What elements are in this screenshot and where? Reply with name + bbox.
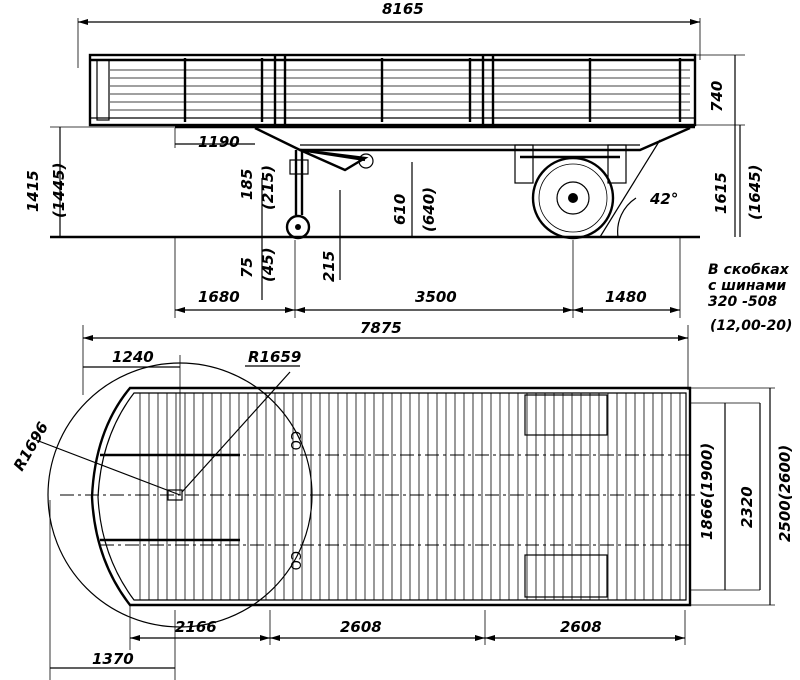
note-line-4: (12,00-20) <box>710 318 792 334</box>
dim-plan-length: 7875 <box>360 319 402 337</box>
dim-support-travel: 215 <box>320 251 338 282</box>
hitch-pin <box>358 153 374 169</box>
dim-total-height-alt: (1645) <box>746 165 764 220</box>
radius-inner-label: R1659 <box>248 348 301 366</box>
note-line-3: 320 -508 <box>708 294 777 310</box>
dim-pivot-offset: 1370 <box>92 650 134 668</box>
dim-base-front: 1680 <box>198 288 240 306</box>
dim-small-wheel: 75 <box>238 257 256 278</box>
main-wheel-assembly <box>514 144 627 240</box>
dim-total-height: 1615 <box>712 172 730 214</box>
deck-plan: CO CO <box>60 386 695 607</box>
dim-small-wheel-alt: (45) <box>259 247 277 282</box>
dim-span-2: 2608 <box>340 618 382 636</box>
radius-outer-label: R1696 <box>10 419 52 474</box>
dim-deck-height-alt: (1445) <box>50 163 68 218</box>
plan-view: 7875 1240 R1659 R1696 <box>10 319 794 680</box>
departure-angle-line <box>599 139 661 238</box>
dim-overall-width: 2500(2600) <box>776 445 794 542</box>
dim-drawbar-height: 610 <box>391 194 409 225</box>
dim-wheelbase: 3500 <box>415 288 457 306</box>
dim-inner-width: 2320 <box>738 486 756 528</box>
dim-front-offset: 1240 <box>112 348 154 366</box>
tire-note: В скобках с шинами 320 -508 (12,00-20) <box>708 262 792 334</box>
dim-side-height: 740 <box>708 81 726 112</box>
dim-deck-height: 1415 <box>24 170 42 212</box>
dim-overall-length: 8165 <box>382 0 424 18</box>
svg-text:CO: CO <box>287 431 302 450</box>
deck-boards <box>139 393 681 600</box>
note-line-1: В скобках <box>708 262 790 278</box>
chassis-frame <box>175 125 695 215</box>
dim-support-height: 185 <box>238 169 256 200</box>
side-view: 8165 <box>24 0 764 318</box>
dim-drawbar-height-alt: (640) <box>420 187 438 232</box>
dim-rear-overhang: 1480 <box>605 288 647 306</box>
dim-span-1: 2166 <box>175 618 217 636</box>
dim-angle: 42° <box>649 190 678 208</box>
dim-span-3: 2608 <box>560 618 602 636</box>
dim-front-overhang: 1190 <box>198 133 240 151</box>
trailer-body-side <box>88 53 697 127</box>
svg-text:CO: CO <box>287 551 302 570</box>
note-line-2: с шинами <box>708 278 786 294</box>
dim-track: 1866(1900) <box>698 443 716 540</box>
dim-support-height-alt: (215) <box>259 165 277 210</box>
